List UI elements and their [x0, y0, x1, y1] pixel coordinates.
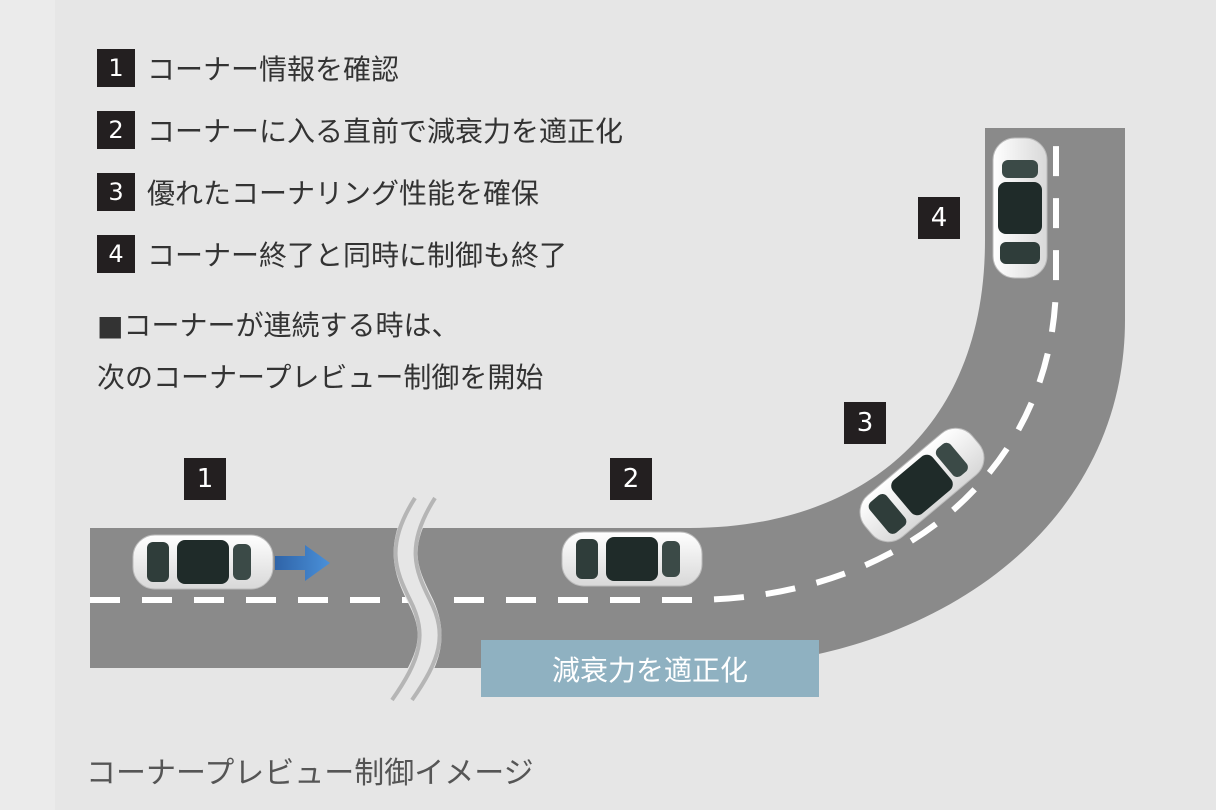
car-1 — [132, 534, 274, 590]
step-1: 1 コーナー情報を確認 — [97, 48, 399, 88]
damping-band-label: 減衰力を適正化 — [481, 640, 819, 697]
marker-2: 2 — [610, 458, 652, 500]
step-4: 4 コーナー終了と同時に制御も終了 — [97, 234, 567, 274]
step-text: コーナー情報を確認 — [147, 53, 400, 86]
step-number: 1 — [97, 49, 135, 87]
road-break — [392, 491, 442, 707]
step-2: 2 コーナーに入る直前で減衰力を適正化 — [97, 110, 623, 150]
step-number: 2 — [97, 111, 135, 149]
marker-1: 1 — [184, 458, 226, 500]
diagram-caption: コーナープレビュー制御イメージ — [86, 756, 534, 791]
road-break-edge — [390, 496, 422, 702]
step-number: 4 — [97, 235, 135, 273]
direction-arrow — [275, 545, 330, 581]
note-line-2: 次のコーナープレビュー制御を開始 — [97, 361, 544, 394]
step-text: 優れたコーナリング性能を確保 — [147, 177, 540, 210]
car-2 — [561, 531, 703, 587]
step-number: 3 — [97, 173, 135, 211]
car-3 — [859, 427, 985, 543]
note-line-1: ■コーナーが連続する時は、 — [97, 309, 460, 342]
marker-4: 4 — [918, 197, 960, 239]
step-3: 3 優れたコーナリング性能を確保 — [97, 172, 539, 212]
step-text: コーナー終了と同時に制御も終了 — [147, 239, 568, 272]
marker-3: 3 — [844, 402, 886, 444]
car-4 — [992, 137, 1048, 279]
road-break-edge — [410, 496, 442, 702]
step-text: コーナーに入る直前で減衰力を適正化 — [147, 115, 624, 148]
road-surface — [90, 128, 1125, 668]
